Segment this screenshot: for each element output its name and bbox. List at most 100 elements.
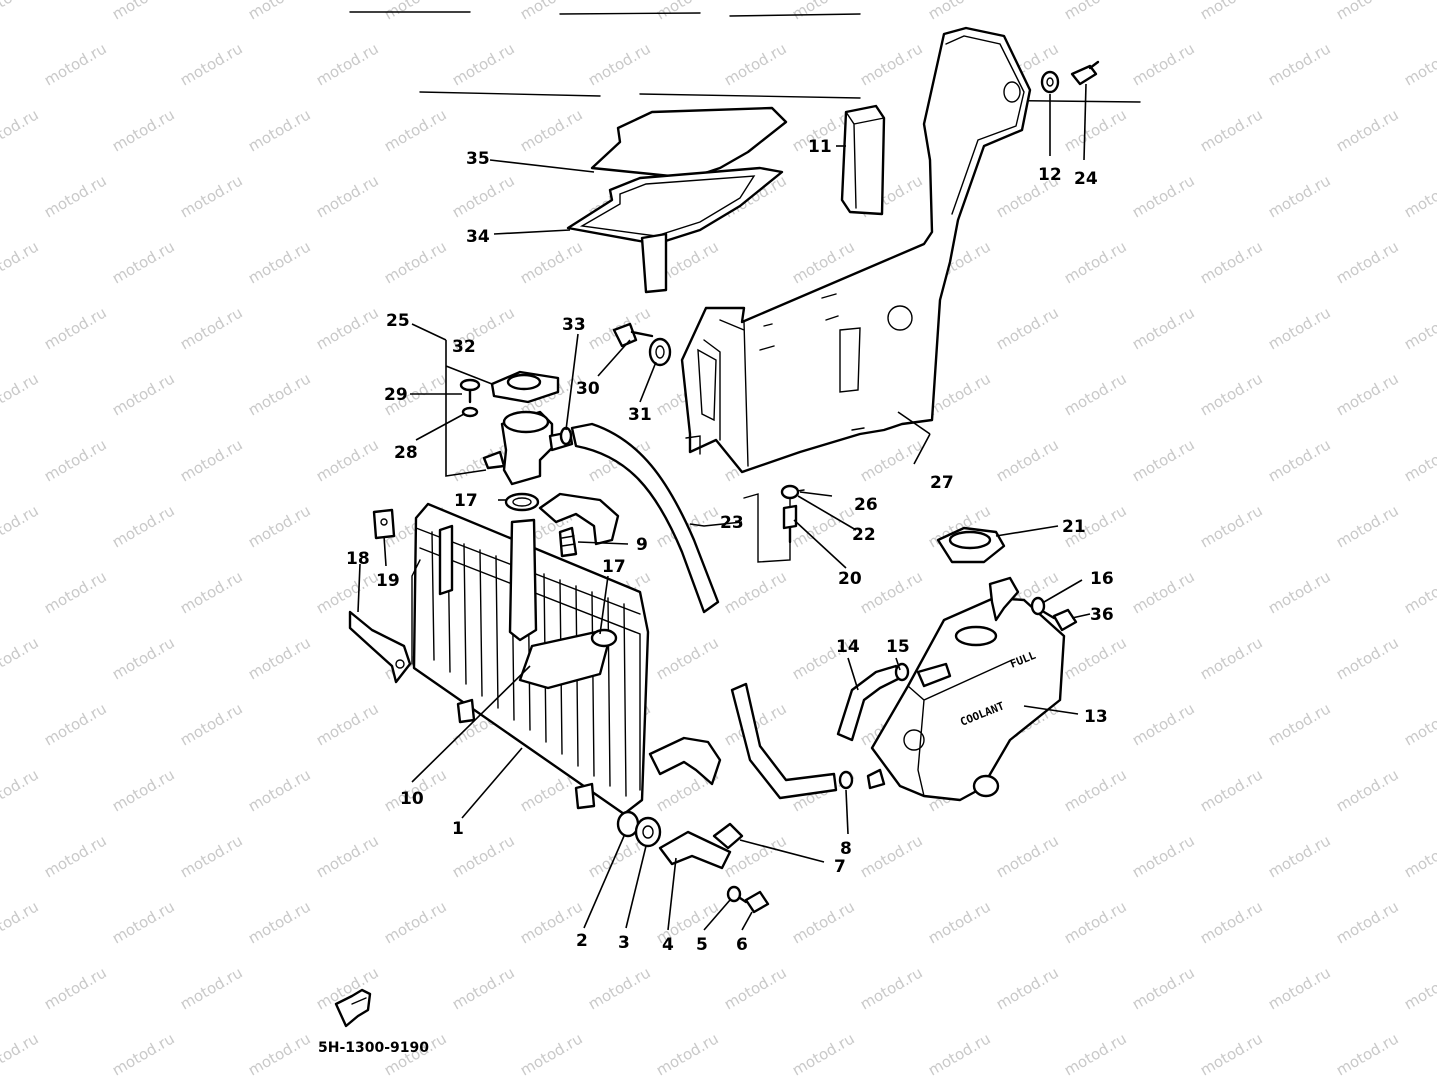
watermark-text: motod.ru — [653, 1029, 722, 1078]
watermark-text: motod.ru — [449, 171, 518, 221]
watermark-text: motod.ru — [1401, 171, 1437, 221]
callout-20: 20 — [838, 569, 862, 589]
watermark-text: motod.ru — [109, 897, 178, 947]
filler-neck[interactable] — [482, 410, 574, 486]
watermark-text: motod.ru — [381, 897, 450, 947]
hose-clamp-33[interactable] — [559, 426, 573, 446]
hose-clamp-17-upper[interactable] — [504, 492, 540, 512]
coolant-reservoir-tank[interactable]: FULL COOLANT — [866, 576, 1066, 802]
washer-12[interactable] — [1040, 70, 1060, 94]
watermark-text: motod.ru — [177, 39, 246, 89]
radiator-cover-frame[interactable] — [566, 166, 784, 294]
grommet-31[interactable] — [648, 337, 672, 367]
upper-radiator-hose[interactable] — [538, 492, 620, 546]
watermark-text: motod.ru — [0, 765, 42, 815]
watermark-text: motod.ru — [109, 765, 178, 815]
watermark-text: motod.ru — [1333, 369, 1402, 419]
watermark-text: motod.ru — [993, 303, 1062, 353]
hose-clamp-15[interactable] — [894, 662, 910, 682]
watermark-text: motod.ru — [517, 0, 586, 23]
callout-12: 12 — [1038, 165, 1062, 185]
watermark-text: motod.ru — [41, 567, 110, 617]
watermark-text: motod.ru — [1265, 567, 1334, 617]
watermark-text: motod.ru — [0, 369, 42, 419]
callout-11: 11 — [808, 137, 832, 157]
watermark-text: motod.ru — [1265, 303, 1334, 353]
watermark-text: motod.ru — [585, 963, 654, 1013]
watermark-text: motod.ru — [109, 369, 178, 419]
radiator-cap[interactable] — [490, 370, 560, 404]
watermark-text: motod.ru — [585, 39, 654, 89]
callout-7: 7 — [834, 857, 846, 877]
watermark-text: motod.ru — [381, 237, 450, 287]
watermark-text: motod.ru — [313, 171, 382, 221]
watermark-text: motod.ru — [109, 1029, 178, 1078]
watermark-text: motod.ru — [109, 105, 178, 155]
damper-3[interactable] — [634, 816, 662, 848]
watermark-text: motod.ru — [1129, 699, 1198, 749]
watermark-text: motod.ru — [381, 105, 450, 155]
watermark-text: motod.ru — [1265, 171, 1334, 221]
foam-pad[interactable] — [840, 104, 886, 216]
washer-16[interactable] — [1030, 596, 1046, 616]
lower-radiator-hose[interactable] — [648, 736, 722, 786]
watermark-text: motod.ru — [245, 105, 314, 155]
overflow-hose[interactable] — [570, 422, 720, 614]
watermark-text: motod.ru — [857, 963, 926, 1013]
watermark-text: motod.ru — [1129, 963, 1198, 1013]
bolt-36[interactable] — [1042, 608, 1078, 632]
clip-7[interactable] — [712, 822, 744, 850]
screw-29[interactable] — [459, 378, 481, 404]
watermark-text: motod.ru — [0, 501, 42, 551]
callout-31: 31 — [628, 405, 652, 425]
callout-28: 28 — [394, 443, 418, 463]
callout-35: 35 — [466, 149, 490, 169]
callout-25: 25 — [386, 311, 410, 331]
watermark-text: motod.ru — [109, 0, 178, 23]
callout-10: 10 — [400, 789, 424, 809]
watermark-text: motod.ru — [653, 0, 722, 23]
callout-14: 14 — [836, 637, 860, 657]
washer-5[interactable] — [726, 885, 742, 903]
hose-clamp-9[interactable] — [558, 526, 578, 558]
siphon-hose[interactable] — [730, 682, 838, 800]
watermark-text: motod.ru — [993, 831, 1062, 881]
watermark-text: motod.ru — [1197, 105, 1266, 155]
watermark-text: motod.ru — [789, 0, 858, 23]
bracket-4[interactable] — [658, 830, 732, 870]
radiator[interactable] — [411, 502, 650, 816]
watermark-text: motod.ru — [1061, 897, 1130, 947]
washer-28[interactable] — [461, 406, 479, 418]
bolt-6[interactable] — [738, 890, 770, 914]
watermark-text: motod.ru — [789, 897, 858, 947]
watermark-text: motod.ru — [789, 1029, 858, 1078]
hose-clamp-17-lower[interactable] — [590, 628, 618, 648]
watermark-text: motod.ru — [1333, 501, 1402, 551]
callout-32: 32 — [452, 337, 476, 357]
callout-33: 33 — [562, 315, 586, 335]
watermark-text: motod.ru — [721, 39, 790, 89]
watermark-text: motod.ru — [925, 897, 994, 947]
bolt-24[interactable] — [1070, 60, 1100, 86]
watermark-text: motod.ru — [721, 567, 790, 617]
watermark-text: motod.ru — [857, 567, 926, 617]
reservoir-cap[interactable] — [936, 526, 1006, 564]
grommet-22[interactable] — [780, 484, 800, 500]
watermark-text: motod.ru — [245, 1029, 314, 1078]
watermark-text: motod.ru — [177, 171, 246, 221]
watermark-text: motod.ru — [1197, 0, 1266, 23]
bracket-18[interactable] — [348, 610, 412, 684]
watermark-text: motod.ru — [177, 303, 246, 353]
side-bracket-frame[interactable] — [680, 26, 1032, 474]
watermark-text: motod.ru — [0, 1029, 42, 1078]
watermark-text: motod.ru — [0, 897, 42, 947]
collar-20[interactable] — [782, 504, 798, 544]
hose-clamp-8[interactable] — [838, 770, 854, 790]
watermark-text: motod.ru — [1197, 501, 1266, 551]
watermark-text: motod.ru — [41, 303, 110, 353]
watermark-text: motod.ru — [313, 39, 382, 89]
bracket-19[interactable] — [372, 508, 396, 540]
watermark-text: motod.ru — [0, 237, 42, 287]
watermark-text: motod.ru — [449, 963, 518, 1013]
callout-17-upper: 17 — [454, 491, 478, 511]
